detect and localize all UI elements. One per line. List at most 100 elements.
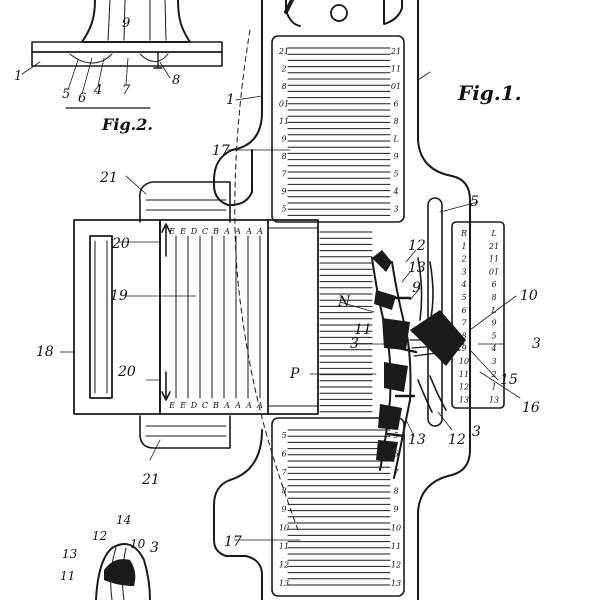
fig3-shaded <box>104 559 136 586</box>
fig3-outline <box>95 543 151 600</box>
scale-number: 10 <box>279 524 289 533</box>
label-16: 16 <box>522 400 540 416</box>
label-5: 5 <box>470 194 479 210</box>
scale-number: 11 <box>279 117 289 126</box>
label-20-top: 20 <box>111 236 130 252</box>
scale-number: 3 <box>393 205 398 214</box>
label-17-bottom: 17 <box>224 534 242 550</box>
slide-letter: B <box>212 227 219 236</box>
slide-scale-plate[interactable] <box>159 219 269 415</box>
lower-scale-panel <box>271 417 405 597</box>
label-18: 18 <box>36 344 54 360</box>
slide-bar[interactable] <box>267 219 319 415</box>
label-13-fig3: 13 <box>62 547 78 561</box>
slide-letter: A <box>256 227 263 236</box>
cap-marking <box>284 0 294 14</box>
scale-number: 6 <box>281 450 286 459</box>
scale-number: 5 <box>281 431 286 440</box>
side-scale-number: 13 <box>459 395 469 404</box>
lower-wing-rules <box>145 425 227 437</box>
scale-number: 11 <box>391 542 401 551</box>
scale-number: 8 <box>393 117 398 126</box>
scale-number: 21 <box>390 47 401 56</box>
upper-scale-lines <box>287 47 391 216</box>
scale-number: 7 <box>393 468 399 477</box>
label-14-fig3: 14 <box>116 513 131 527</box>
fig2-leader-lines <box>21 57 171 95</box>
slide-grip-slot[interactable] <box>89 235 113 399</box>
label-12-lower: 12 <box>448 432 466 448</box>
slide-letter: E <box>168 401 175 410</box>
scale-number: L <box>392 135 398 144</box>
scale-number: 11 <box>279 542 289 551</box>
label-15: 15 <box>500 372 518 388</box>
scale-number: 7 <box>281 170 287 179</box>
label-3-left: 3 <box>350 336 359 352</box>
side-scale-number: 7 <box>461 319 467 328</box>
scale-number: 8 <box>281 82 286 91</box>
side-gauge-panel <box>451 221 505 409</box>
device-top-cap <box>285 0 403 27</box>
fig2-spring <box>69 53 169 64</box>
label-10-fig3: 10 <box>130 537 146 551</box>
side-scale-number: 3 <box>461 267 466 276</box>
side-scale-number: 4 <box>460 280 466 289</box>
fig2-plate <box>31 41 223 53</box>
side-scale-number: L <box>490 306 496 315</box>
slide-bar-rules <box>267 227 319 407</box>
label-7: 7 <box>122 83 131 98</box>
scale-number: 6 <box>393 100 398 109</box>
slide-letter: A <box>223 401 230 410</box>
label-8: 8 <box>172 73 180 88</box>
label-11-fig3: 11 <box>60 569 75 583</box>
side-scale-number: 1 <box>491 383 496 392</box>
side-scale-number: 5 <box>491 331 496 340</box>
scale-number: 12 <box>279 561 289 570</box>
clamp-arms <box>417 257 447 413</box>
scale-number: 13 <box>391 579 401 588</box>
scale-number: 8 <box>281 487 286 496</box>
scale-number: 01 <box>391 82 401 91</box>
fig2-pin <box>153 51 163 69</box>
label-3-right: 3 <box>532 336 541 352</box>
fig2-heel-post <box>81 0 191 43</box>
scale-number: 9 <box>281 505 286 514</box>
label-P: P <box>289 366 300 382</box>
side-scale-number: R <box>460 229 467 238</box>
label-17-top: 17 <box>212 143 230 159</box>
leader-lines <box>59 71 521 541</box>
slide-letter: A <box>234 227 241 236</box>
scale-number: 9 <box>393 505 398 514</box>
fig2-caption: Fig.2. <box>101 115 153 134</box>
label-13-lower: 13 <box>408 432 426 448</box>
label-3-lower: 3 <box>472 424 481 440</box>
scale-number: 21 <box>278 47 289 56</box>
scale-number: 8 <box>281 152 286 161</box>
center-measure-lines <box>319 231 373 413</box>
label-4: 4 <box>93 83 102 98</box>
label-11: 11 <box>354 322 372 338</box>
side-scale-number: 9 <box>491 319 496 328</box>
foot-skeleton <box>371 250 466 479</box>
arrow-20-bottom <box>161 371 171 401</box>
label-12-fig3: 12 <box>92 529 107 543</box>
scale-number: 5 <box>393 170 398 179</box>
slide-letter: B <box>212 401 219 410</box>
lower-scale-lines <box>287 429 391 586</box>
side-scale-number: 6 <box>491 280 496 289</box>
slide-letter: A <box>223 227 230 236</box>
label-21-top: 21 <box>99 170 118 186</box>
label-20-bottom: 20 <box>117 364 136 380</box>
right-slot <box>427 197 443 427</box>
clamp-rays <box>409 331 465 357</box>
slide-letter: A <box>256 401 263 410</box>
side-scale-number: 3 <box>491 357 496 366</box>
hanging-hole <box>330 4 348 22</box>
side-scale-number: 2 <box>460 255 466 264</box>
upper-wing-rules <box>145 199 227 211</box>
device-outline-left-upper <box>213 0 263 207</box>
